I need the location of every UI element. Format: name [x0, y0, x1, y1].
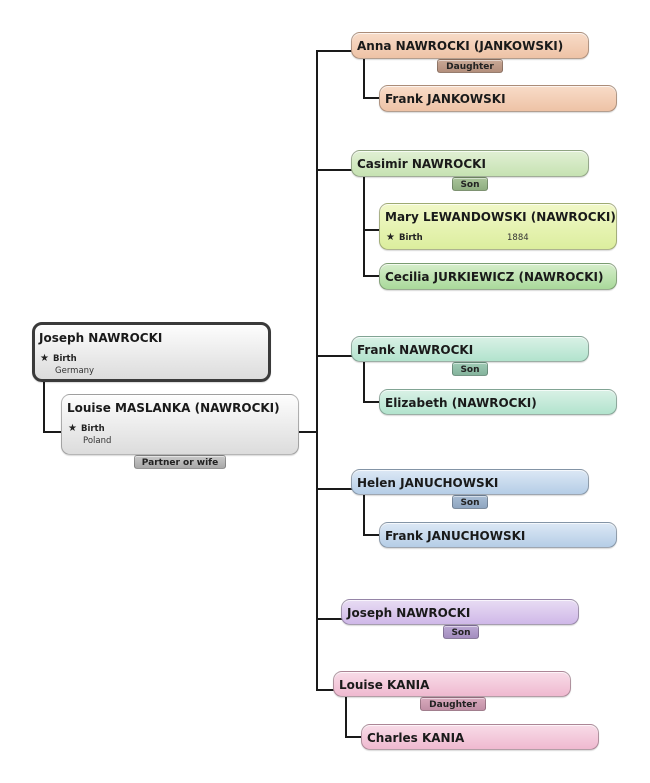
person-name: Frank JANUCHOWSKI [385, 529, 526, 543]
relation-badge: Daughter [420, 697, 486, 711]
person-name: Cecilia JURKIEWICZ (NAWROCKI) [385, 270, 604, 284]
birth-event: ★Birth [40, 353, 77, 364]
relation-badge: Daughter [437, 59, 503, 73]
birth-place: Germany [55, 366, 95, 376]
grandchild-card[interactable]: Mary LEWANDOWSKI (NAWROCKI) ★Birth 1884 [379, 203, 617, 250]
grandchild-card[interactable]: Frank JANKOWSKI [379, 85, 617, 112]
connector-grand-3 [363, 361, 380, 403]
grandchild-card[interactable]: Elizabeth (NAWROCKI) [379, 389, 617, 415]
relation-badge: Son [452, 495, 488, 509]
connector-grand-6 [345, 696, 362, 738]
grandchild-card[interactable]: Cecilia JURKIEWICZ (NAWROCKI) [379, 263, 617, 290]
connector-grand-1 [363, 58, 380, 99]
connector-grand-4 [363, 494, 380, 536]
star-icon: ★ [40, 353, 49, 364]
star-icon: ★ [386, 232, 395, 243]
connector-grand-2 [363, 176, 380, 277]
person-name: Helen JANUCHOWSKI [357, 476, 499, 490]
person-name: Mary LEWANDOWSKI (NAWROCKI) [385, 210, 616, 224]
person-name: Elizabeth (NAWROCKI) [385, 396, 537, 410]
person-name: Louise MASLANKA (NAWROCKI) [67, 401, 280, 415]
grandchild-card[interactable]: Frank JANUCHOWSKI [379, 522, 617, 548]
relation-badge: Son [452, 177, 488, 191]
child-card[interactable]: Anna NAWROCKI (JANKOWSKI) [351, 32, 589, 59]
person-name: Joseph NAWROCKI [347, 606, 471, 620]
spouse-card[interactable]: Louise MASLANKA (NAWROCKI) ★Birth Poland [61, 394, 299, 455]
child-card[interactable]: Helen JANUCHOWSKI [351, 469, 589, 495]
person-name: Joseph NAWROCKI [39, 331, 163, 345]
person-name: Louise KANIA [339, 678, 430, 692]
birth-year: 1884 [507, 233, 529, 243]
person-name: Frank JANKOWSKI [385, 92, 506, 106]
relation-badge: Partner or wife [134, 455, 226, 469]
child-card[interactable]: Louise KANIA [333, 671, 571, 697]
connector-root-spouse [43, 381, 63, 433]
person-name: Charles KANIA [367, 731, 465, 745]
relation-badge: Son [452, 362, 488, 376]
person-name: Anna NAWROCKI (JANKOWSKI) [357, 39, 564, 53]
grandchild-card[interactable]: Charles KANIA [361, 724, 599, 750]
relation-badge: Son [443, 625, 479, 639]
birth-place: Poland [83, 436, 112, 446]
person-name: Frank NAWROCKI [357, 343, 474, 357]
star-icon: ★ [68, 423, 77, 434]
child-card[interactable]: Frank NAWROCKI [351, 336, 589, 362]
child-card[interactable]: Joseph NAWROCKI [341, 599, 579, 625]
birth-event: ★Birth [386, 232, 423, 243]
child-card[interactable]: Casimir NAWROCKI [351, 150, 589, 177]
person-name: Casimir NAWROCKI [357, 157, 486, 171]
birth-event: ★Birth [68, 423, 105, 434]
root-person-card[interactable]: Joseph NAWROCKI ★Birth Germany [32, 322, 271, 382]
